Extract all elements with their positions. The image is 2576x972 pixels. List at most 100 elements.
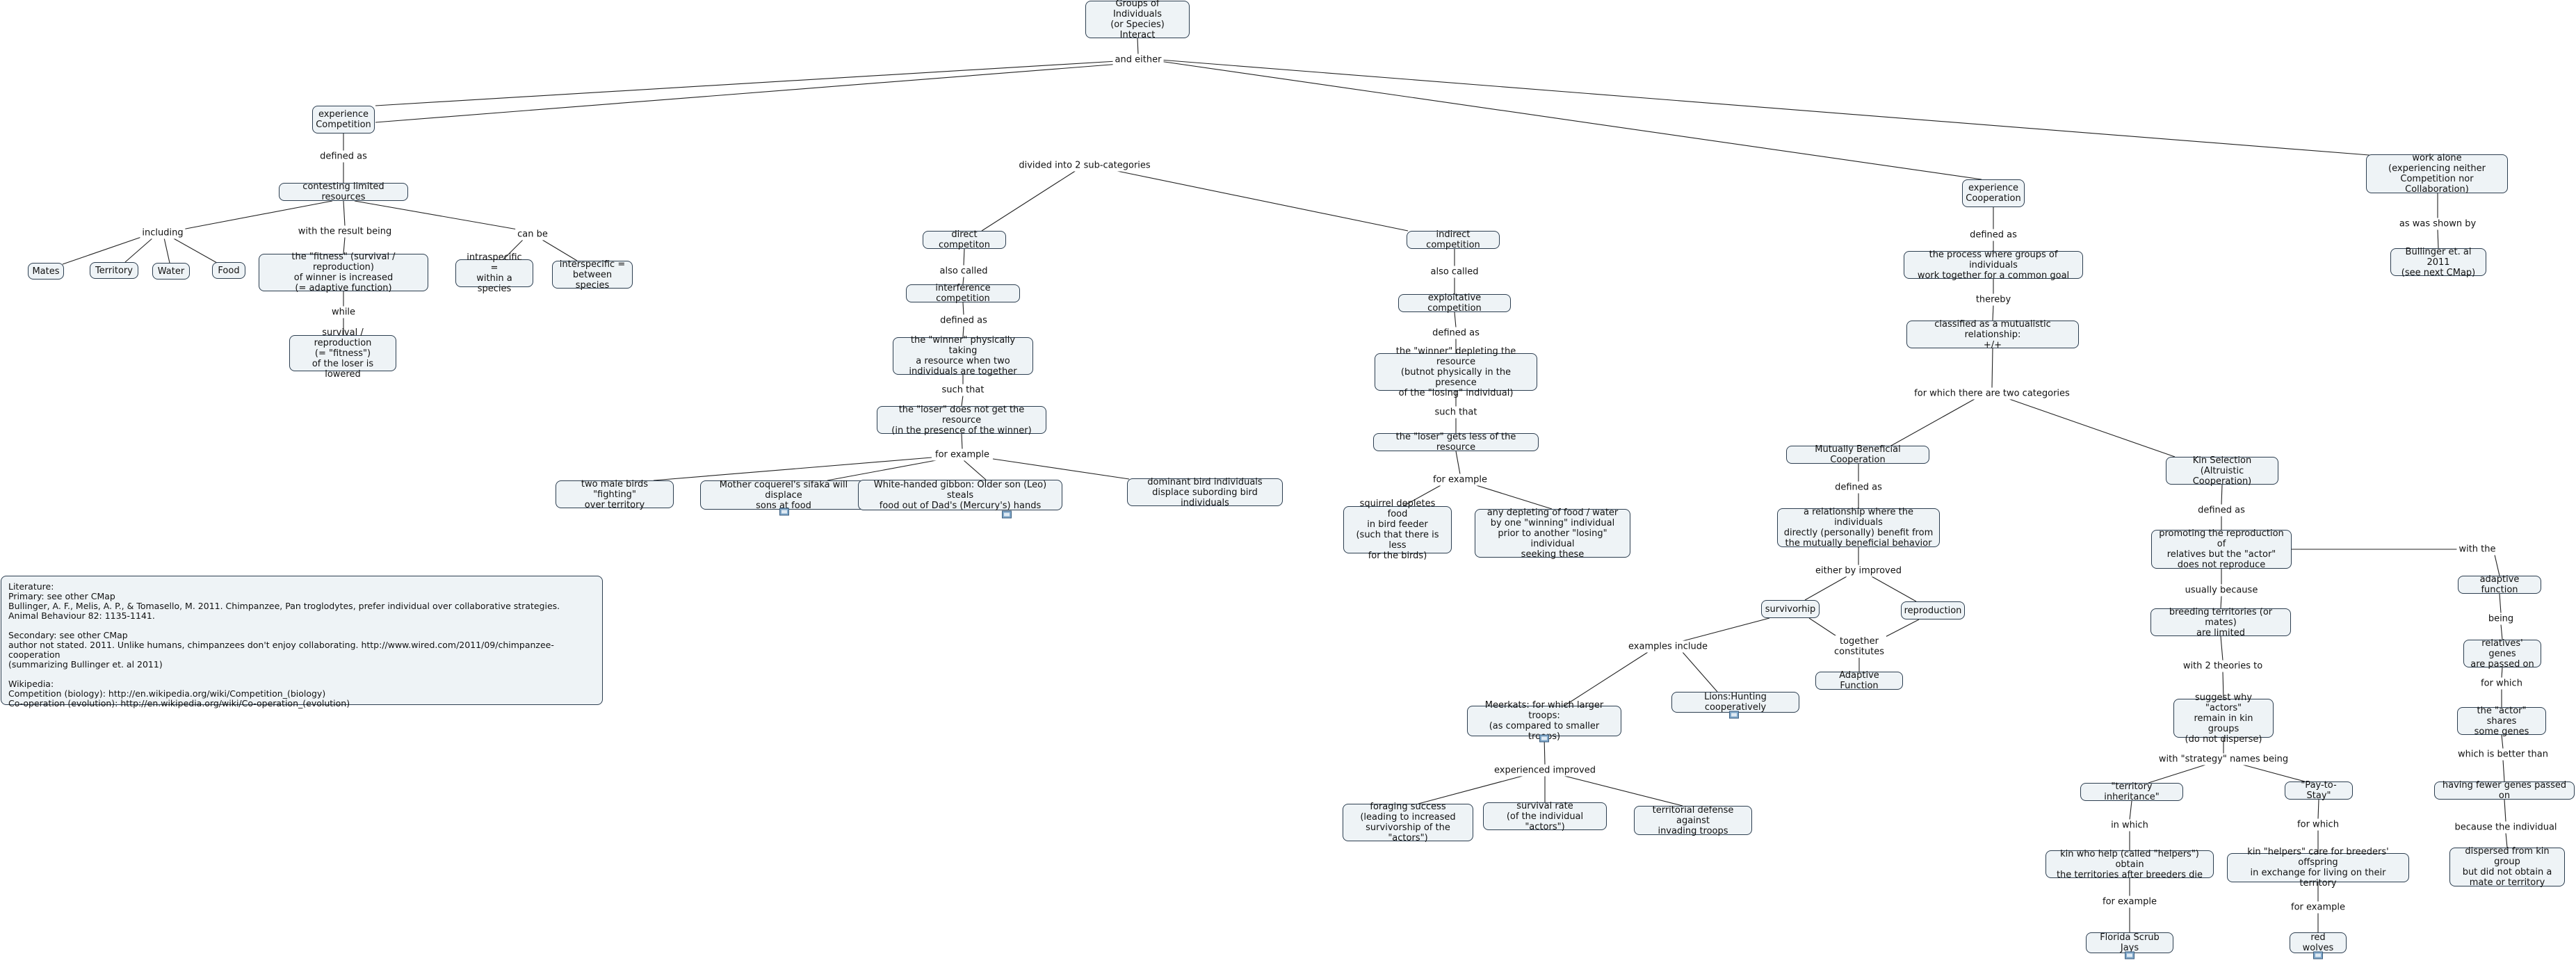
concept-pay-to-stay[interactable]: "Pay-to-Stay" xyxy=(2285,780,2353,801)
concept-work-alone[interactable]: work alone (experiencing neither Competi… xyxy=(2366,153,2508,195)
concept-relatives-genes[interactable]: relatives' genes are passed on xyxy=(2463,638,2541,670)
resource-icon[interactable] xyxy=(1539,734,1549,743)
concept-experience-cooperation[interactable]: experience Cooperation xyxy=(1962,179,2025,207)
concept-red-wolves[interactable]: red wolves xyxy=(2290,932,2347,953)
link-for-example-1[interactable]: for example xyxy=(933,448,991,461)
concept-mutually-beneficial[interactable]: Mutually Beneficial Cooperation xyxy=(1786,444,1929,465)
resource-icon[interactable] xyxy=(2313,951,2323,959)
concept-survivorship[interactable]: survivorhip xyxy=(1761,600,1820,618)
link-for-which[interactable]: for which xyxy=(2295,818,2341,831)
concept-winner-depleting[interactable]: the "winner" depleting the resource (but… xyxy=(1375,346,1537,398)
link-defined-as-3[interactable]: defined as xyxy=(1430,327,1482,339)
link-because-the-individual[interactable]: because the individual xyxy=(2452,821,2559,834)
concept-survival-loser[interactable]: survival / reproduction (= "fitness") of… xyxy=(289,327,396,380)
concept-interference-competition[interactable]: interference competition xyxy=(906,283,1020,304)
concept-suggest-why[interactable]: suggest why "actors" remain in kin group… xyxy=(2173,692,2274,745)
link-also-called-1[interactable]: also called xyxy=(937,265,990,277)
link-for-which-2[interactable]: for which xyxy=(2479,677,2525,690)
link-defined-as-1[interactable]: defined as xyxy=(318,150,369,163)
link-with-strategy-names[interactable]: with "strategy" names being xyxy=(2156,753,2291,766)
concept-two-male-birds[interactable]: two male birds "fighting" over territory xyxy=(556,479,674,510)
concept-root[interactable]: Groups of Individuals (or Species) Inter… xyxy=(1085,0,1190,40)
resource-icon[interactable] xyxy=(1002,510,1012,519)
concept-loser-not-get[interactable]: the "loser" does not get the resource (i… xyxy=(877,405,1046,436)
link-in-which[interactable]: in which xyxy=(2109,819,2150,832)
concept-dominant-bird[interactable]: dominant bird individuals displace subor… xyxy=(1127,477,1283,508)
link-for-example-4[interactable]: for example xyxy=(2289,901,2347,914)
link-can-be[interactable]: can be xyxy=(515,228,550,241)
link-defined-as-4[interactable]: defined as xyxy=(1968,229,2019,241)
concept-interspecific[interactable]: interspecific = between species xyxy=(552,259,633,291)
link-for-example-3[interactable]: for example xyxy=(2100,896,2159,908)
link-including[interactable]: including xyxy=(140,227,186,239)
concept-indirect-competition[interactable]: indirect competition xyxy=(1407,229,1500,250)
link-either-by-improved[interactable]: either by improved xyxy=(1813,565,1904,577)
concept-white-handed-gibbon[interactable]: White-handed gibbon: Older son (Leo) ste… xyxy=(858,480,1062,511)
concept-kin-who-help[interactable]: kin who help (called "helpers") obtain t… xyxy=(2046,849,2214,880)
link-with-the[interactable]: with the xyxy=(2456,543,2498,556)
link-as-was-shown-by[interactable]: as was shown by xyxy=(2397,218,2479,230)
concept-breeding-territories[interactable]: breeding territories (or mates) are limi… xyxy=(2150,607,2291,638)
concept-lions[interactable]: Lions:Hunting cooperatively xyxy=(1671,692,1799,713)
concept-food[interactable]: Food xyxy=(212,262,245,279)
concept-bullinger-2011[interactable]: Bullinger et. al 2011 (see next CMap) xyxy=(2390,247,2486,278)
concept-process-groups[interactable]: the process where groups of individuals … xyxy=(1904,250,2083,281)
concept-winner-physical[interactable]: the "winner" physically taking a resourc… xyxy=(893,335,1033,377)
resource-icon[interactable] xyxy=(2125,951,2134,959)
link-for-example-2[interactable]: for example xyxy=(1431,473,1489,486)
concept-survival-rate[interactable]: survival rate (of the individual "actors… xyxy=(1483,801,1607,832)
link-such-that-2[interactable]: such that xyxy=(1432,406,1480,419)
link-being[interactable]: being xyxy=(2486,613,2516,625)
concept-contesting-limited-resources[interactable]: contesting limited resources xyxy=(279,181,408,202)
concept-adaptive-function-1[interactable]: Adaptive Function xyxy=(1815,670,1903,691)
concept-kin-selection[interactable]: Kin Selection (Altruistic Cooperation) xyxy=(2166,455,2278,487)
concept-having-fewer[interactable]: having fewer genes passed on xyxy=(2434,780,2575,801)
link-defined-as-6[interactable]: defined as xyxy=(2196,504,2247,517)
concept-kin-helpers-care[interactable]: kin "helpers" care for breeders' offspri… xyxy=(2227,847,2409,889)
concept-squirrel[interactable]: squirrel depletes food in bird feeder (s… xyxy=(1343,499,1452,561)
link-examples-include[interactable]: examples include xyxy=(1626,640,1710,653)
concept-any-depleting[interactable]: any depleting of food / water by one "wi… xyxy=(1475,508,1630,560)
link-experienced-improved[interactable]: experienced improved xyxy=(1492,764,1598,777)
link-with-the-result-being[interactable]: with the result being xyxy=(295,225,394,238)
link-defined-as-2[interactable]: defined as xyxy=(938,314,989,327)
concept-water[interactable]: Water xyxy=(152,263,190,280)
concept-reproduction[interactable]: reproduction xyxy=(1901,601,1965,619)
concept-florida-scrub-jays[interactable]: Florida Scrub Jays xyxy=(2086,932,2173,953)
concept-promoting-reproduction[interactable]: promoting the reproduction of relatives … xyxy=(2151,528,2292,570)
concept-loser-gets-less[interactable]: the "loser" gets less of the resource xyxy=(1373,432,1539,453)
link-usually-because[interactable]: usually because xyxy=(2182,584,2260,597)
concept-mother-coquerel[interactable]: Mother coquerel's sifaka will displace s… xyxy=(700,480,867,511)
link-for-which-two[interactable]: for which there are two categories xyxy=(1912,387,2072,400)
link-together-constitutes[interactable]: together constitutes xyxy=(1831,635,1887,658)
concept-exploitative-competition[interactable]: exploitative competition xyxy=(1398,293,1511,314)
link-defined-as-5[interactable]: defined as xyxy=(1833,481,1884,494)
link-while[interactable]: while xyxy=(329,306,358,318)
link-and-either[interactable]: and either xyxy=(1112,54,1164,66)
connector-line xyxy=(827,459,941,481)
literature-box[interactable]: Literature: Primary: see other CMap Bull… xyxy=(1,576,603,708)
concept-actor-shares[interactable]: the "actor" shares some genes xyxy=(2457,706,2546,737)
link-thereby[interactable]: thereby xyxy=(1973,293,2014,306)
link-which-is-better-than[interactable]: which is better than xyxy=(2456,748,2550,761)
concept-territory[interactable]: Territory xyxy=(90,262,138,279)
concept-classified-mutualistic[interactable]: classified as a mutualistic relationship… xyxy=(1906,319,2079,350)
concept-mates[interactable]: Mates xyxy=(28,263,64,280)
link-also-called-2[interactable]: also called xyxy=(1428,266,1481,278)
concept-direct-competition[interactable]: direct competiton xyxy=(923,229,1006,250)
resource-icon[interactable] xyxy=(779,508,789,516)
concept-intraspecific[interactable]: intraspecific = within a species xyxy=(455,252,533,294)
concept-fitness[interactable]: the "fitness" (survival / reproduction) … xyxy=(259,252,428,293)
concept-relationship-individuals[interactable]: a relationship where the individuals dir… xyxy=(1777,507,1940,549)
concept-foraging-success[interactable]: foraging success (leading to increased s… xyxy=(1343,802,1473,843)
concept-dispersed-from[interactable]: dispersed from kin group but did not obt… xyxy=(2449,846,2565,888)
concept-experience-competition[interactable]: experience Competition xyxy=(312,106,375,133)
concept-territorial-defense[interactable]: territorial defense against invading tro… xyxy=(1634,805,1752,836)
link-divided-into[interactable]: divided into 2 sub-categories xyxy=(1016,159,1153,172)
resource-icon[interactable] xyxy=(1729,711,1739,719)
concept-meerkats[interactable]: Meerkats: for which larger troops: (as c… xyxy=(1467,700,1621,742)
link-such-that-1[interactable]: such that xyxy=(939,384,987,396)
concept-adaptive-function-2[interactable]: adaptive function xyxy=(2458,574,2541,595)
link-with-2-theories[interactable]: with 2 theories to xyxy=(2180,660,2265,672)
concept-territory-inheritance[interactable]: "territory inheritance" xyxy=(2080,781,2183,802)
